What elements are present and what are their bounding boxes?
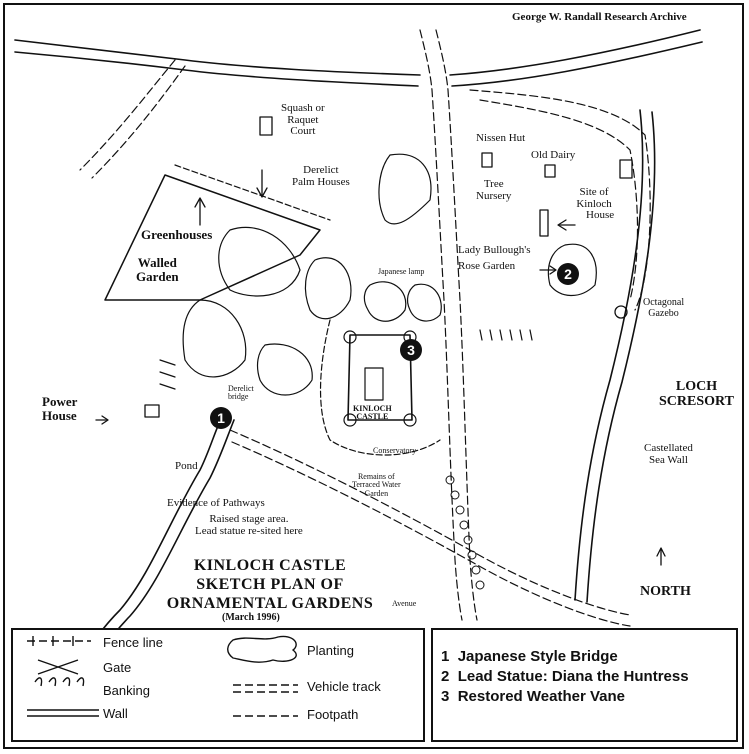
marker-2: 2 [557,263,579,285]
label-evidence-pathways: Evidence of Pathways [167,497,265,509]
label-derelict-bridge: Derelict bridge [228,384,254,402]
map-title: KINLOCH CASTLE SKETCH PLAN OF ORNAMENTAL… [166,557,374,612]
label-tree-nursery: Tree Nursery [476,178,512,202]
marker-1: 1 [210,407,232,429]
label-old-dairy: Old Dairy [531,149,576,161]
legend-footpath: Footpath [307,707,359,722]
legend-planting: Planting [307,643,354,658]
banking-marks [159,329,533,390]
label-squash-court: Squash or Raquet Court [281,102,325,138]
label-sea-wall: Castellated Sea Wall [644,442,693,466]
legend-box: Fence line Gate Banking Wall Planting Ve… [11,628,425,742]
label-terraced-water-garden: Remains of Terraced Water Garden [352,472,401,498]
key-item-1: 1 Japanese Style Bridge [441,648,618,665]
label-loch-scresort: LOCH SCRESORT [659,379,734,409]
label-octagonal-gazebo: Octagonal Gazebo [643,297,685,319]
label-nissen-hut: Nissen Hut [476,132,526,144]
legend-vehicle-track: Vehicle track [307,679,381,694]
key-box: 1 Japanese Style Bridge 2 Lead Statue: D… [431,628,738,742]
avenue-trees [445,475,485,590]
pointer-arrows [95,169,666,566]
key-item-3: 3 Restored Weather Vane [441,688,625,705]
walled-garden-wall [104,174,321,301]
label-raised-stage: Raised stage area. Lead statue re-sited … [195,513,303,537]
credit-text: George W. Randall Research Archive [512,11,687,23]
sea-wall [574,109,644,601]
legend-gate: Gate [103,660,132,675]
vehicle-tracks [79,29,651,627]
label-pond: Pond [175,460,198,472]
label-japanese-lamp: Japanese lamp [378,267,425,276]
map-border [3,3,744,749]
legend-banking: Banking [103,683,150,698]
label-lady-bullough: Lady Bullough's Rose Garden [458,244,531,272]
legend-symbols [27,635,298,717]
map-date: (March 1996) [222,612,280,623]
label-palm-houses: Derelict Palm Houses [292,164,350,188]
label-greenhouses: Greenhouses [141,227,213,242]
castle-outline [347,334,413,421]
key-item-2: 2 Lead Statue: Diana the Huntress [441,668,689,685]
planting [182,153,597,396]
label-power-house: Power House [42,394,78,423]
marker-3: 3 [400,339,422,361]
label-conservatory: Conservatory [373,446,417,455]
label-kinloch-castle: KINLOCH CASTLE [353,404,392,422]
label-avenue: Avenue [392,599,417,608]
legend-wall: Wall [103,706,128,721]
label-kinloch-house: Site of Kinloch House [576,186,615,222]
legend-fence-line: Fence line [103,635,163,650]
label-walled-garden: Walled Garden [136,255,179,284]
label-north: NORTH [640,584,691,599]
